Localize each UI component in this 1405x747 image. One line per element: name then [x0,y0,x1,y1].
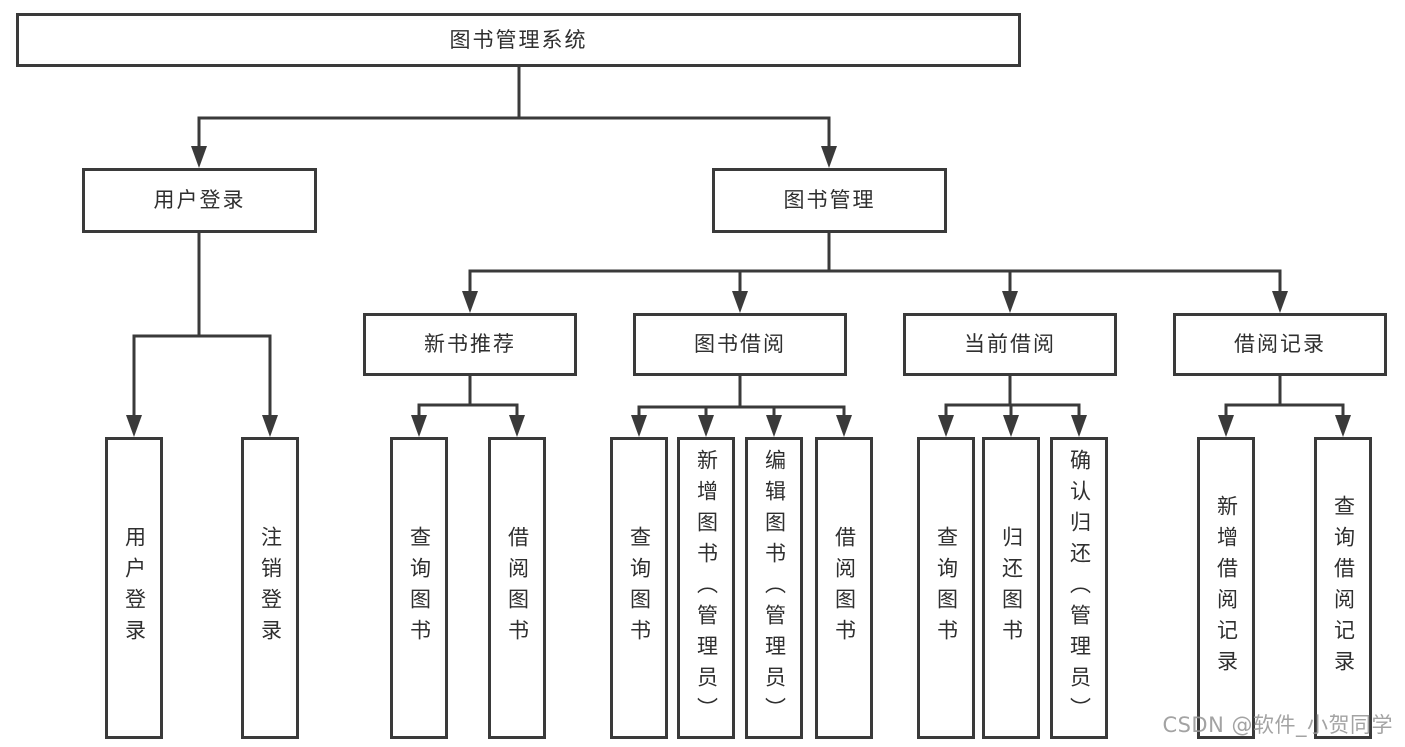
watermark: CSDN @软件_小贺同学 [1162,713,1393,737]
leaf-query-books-recommend: 查询图书 [390,437,448,739]
leaf-add-book-admin: 新增图书（管理员） [677,437,735,739]
node-new-book-recommend: 新书推荐 [363,313,577,376]
leaf-query-borrow-record: 查询借阅记录 [1314,437,1372,739]
node-root: 图书管理系统 [16,13,1021,67]
leaf-add-borrow-record: 新增借阅记录 [1197,437,1255,739]
leaf-user-login: 用户登录 [105,437,163,739]
leaf-query-books-current: 查询图书 [917,437,975,739]
node-book-management: 图书管理 [712,168,947,233]
node-current-borrow: 当前借阅 [903,313,1117,376]
leaf-edit-book-admin: 编辑图书（管理员） [745,437,803,739]
node-book-borrow: 图书借阅 [633,313,847,376]
leaf-return-book: 归还图书 [982,437,1040,739]
leaf-confirm-return-admin: 确认归还（管理员） [1050,437,1108,739]
node-user-login: 用户登录 [82,168,317,233]
leaf-borrow-books-borrow: 借阅图书 [815,437,873,739]
leaf-logout: 注销登录 [241,437,299,739]
leaf-query-books-borrow: 查询图书 [610,437,668,739]
node-borrow-records: 借阅记录 [1173,313,1387,376]
leaf-borrow-books-recommend: 借阅图书 [488,437,546,739]
